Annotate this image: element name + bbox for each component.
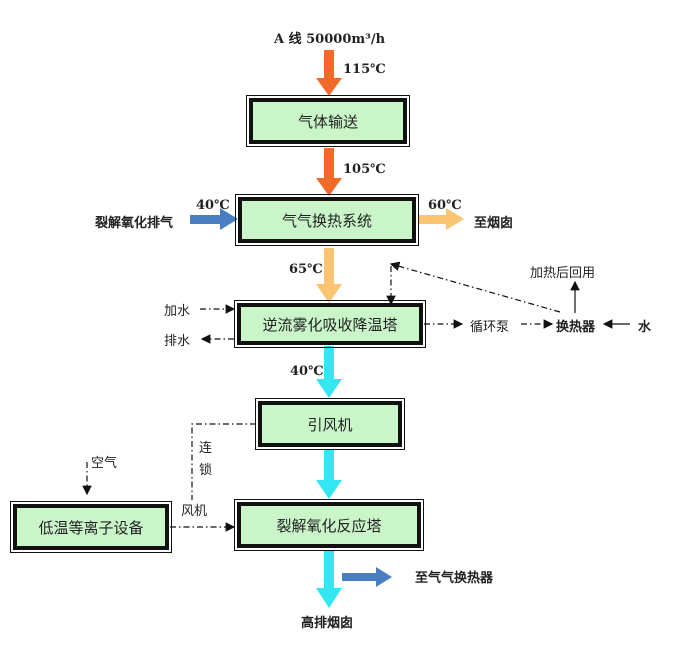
node-counterflow-tower: 逆流雾化吸收降温塔	[234, 300, 426, 348]
label-cracking-exhaust: 裂解氧化排气	[95, 216, 174, 231]
label-reuse-after-heating: 加热后回用	[530, 266, 596, 281]
node-induced-fan-label: 引风机	[307, 415, 353, 434]
arrow-to-gas-exchanger	[342, 567, 392, 587]
node-plasma-device-label: 低温等离子设备	[38, 518, 144, 537]
label-to-gas-exchanger: 至气气换热器	[414, 571, 493, 586]
label-air: 空气	[91, 456, 118, 471]
arrow-inlet-115	[316, 50, 342, 96]
label-40-out: 40℃	[290, 364, 324, 379]
arrow-to-high-chimney	[316, 550, 342, 608]
node-counterflow-tower-label: 逆流雾化吸收降温塔	[262, 315, 398, 334]
label-to-chimney: 至烟囱	[474, 216, 514, 231]
node-gas-exchange: 气气换热系统	[235, 194, 419, 246]
arrow-65	[316, 248, 342, 303]
label-circ-pump: 循环泵	[470, 320, 510, 335]
label-heat-exchanger: 换热器	[556, 320, 596, 335]
label-line-a: A 线 50000m³/h	[274, 32, 386, 47]
label-60: 60℃	[428, 198, 462, 213]
label-105: 105℃	[343, 162, 386, 177]
arrow-40-to-fan	[316, 346, 342, 398]
arrow-105	[316, 148, 342, 196]
arrow-60-to-chimney	[418, 208, 464, 230]
node-gas-transport-label: 气体输送	[297, 112, 358, 131]
label-add-water: 加水	[164, 304, 191, 319]
label-115: 115℃	[343, 62, 386, 77]
node-induced-fan: 引风机	[255, 398, 405, 450]
label-fan: 风机	[181, 504, 208, 519]
label-water: 水	[638, 320, 652, 335]
label-65: 65℃	[289, 262, 323, 277]
node-gas-transport: 气体输送	[246, 95, 410, 147]
node-reaction-tower: 裂解氧化反应塔	[234, 499, 424, 551]
label-drain-water: 排水	[164, 334, 191, 349]
node-reaction-tower-label: 裂解氧化反应塔	[276, 516, 382, 535]
node-gas-exchange-label: 气气换热系统	[281, 211, 372, 230]
label-high-chimney: 高排烟囱	[301, 616, 354, 631]
label-interlock: 连锁	[199, 441, 213, 478]
arrow-fan-to-reactor	[316, 450, 342, 499]
node-plasma-device: 低温等离子设备	[10, 501, 172, 553]
arrow-exhaust-40	[190, 208, 238, 230]
label-40-in: 40℃	[196, 198, 230, 213]
